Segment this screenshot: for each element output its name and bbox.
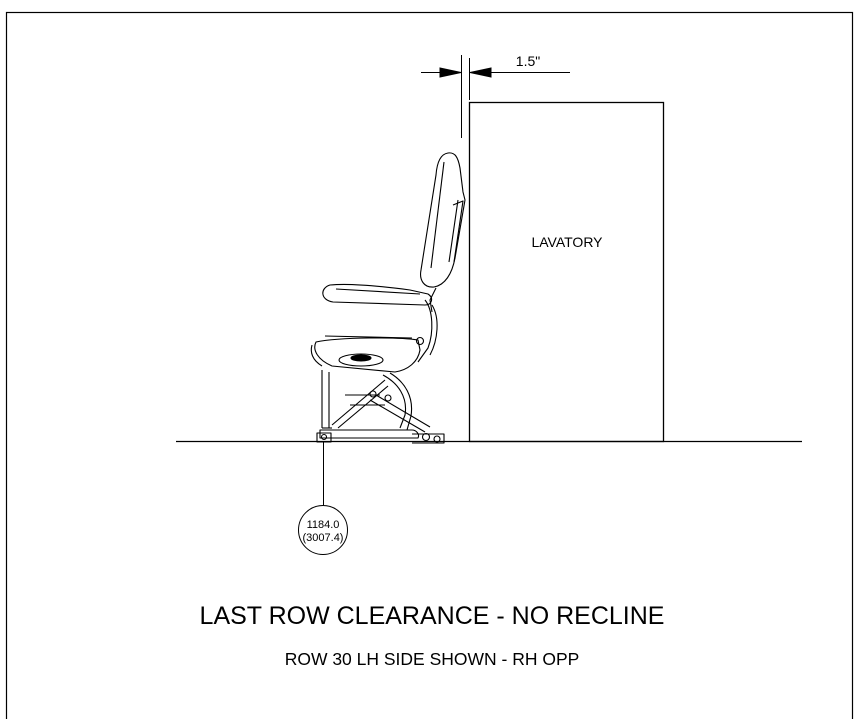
lavatory-wall [468,101,665,443]
seat-cushion [314,337,421,373]
callout-text-2: (3007.4) [303,532,344,544]
callout-text-1: 1184.0 [307,519,340,531]
passenger-seat [310,152,466,444]
clearance-dimension [421,55,570,138]
seat-backrest [420,152,466,288]
drawing-title: LAST ROW CLEARANCE - NO RECLINE [200,602,665,630]
callout-balloon [298,505,348,555]
lavatory-label: LAVATORY [531,234,603,250]
clearance-dimension-text: 1.5" [516,53,540,69]
sheet-border [5,11,854,719]
seat-base-rail [319,429,420,439]
seat-armrest [322,283,433,306]
drawing-subtitle: ROW 30 LH SIDE SHOWN - RH OPP [285,649,580,669]
